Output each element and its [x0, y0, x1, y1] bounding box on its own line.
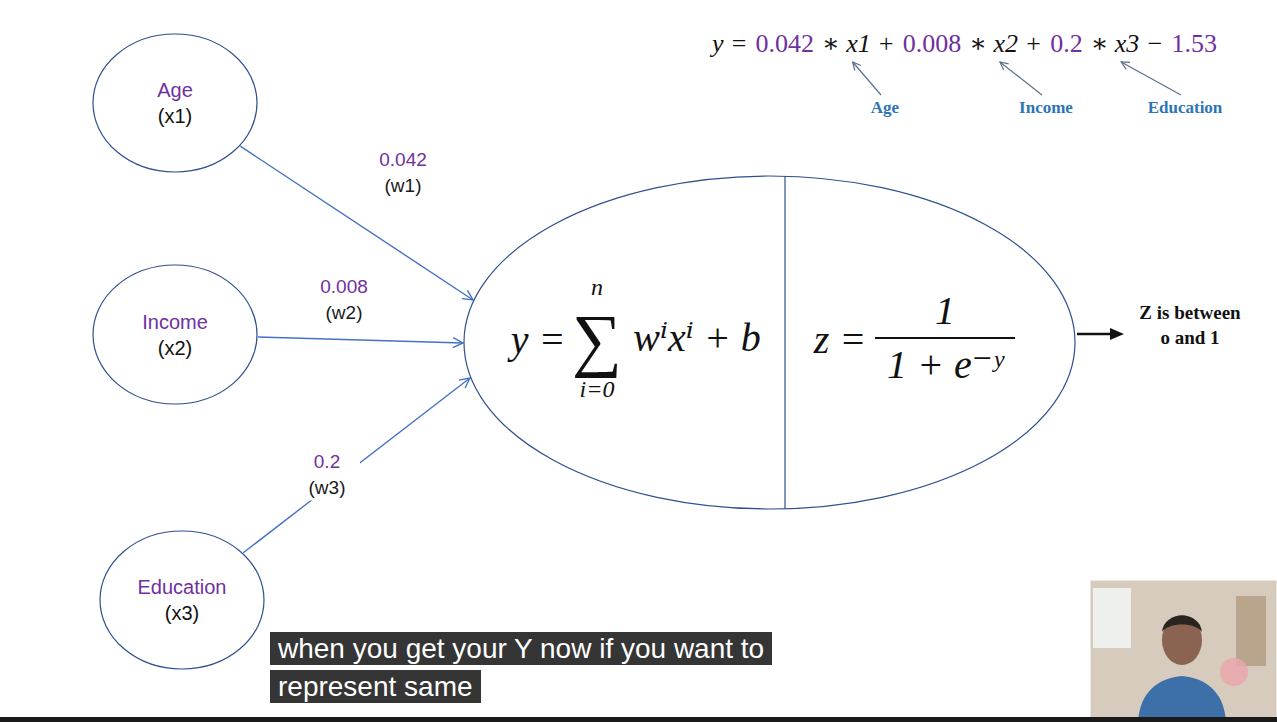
webcam-person-head: [1162, 615, 1202, 665]
equation-term: ∗ x2 +: [969, 28, 1042, 59]
equation-row: y = 0.042∗ x1 + 0.008∗ x2 + 0.2 ∗ x3 −1.53: [712, 28, 1217, 59]
input-node: Age(x1): [92, 33, 258, 173]
input-node: Education(x3): [99, 530, 265, 670]
node-outline: [99, 530, 265, 670]
input-name: Age: [157, 77, 193, 103]
input-symbol: (x1): [158, 103, 192, 129]
fraction-bar: [875, 337, 1015, 339]
coefficient: 0.042: [756, 29, 815, 59]
video-subtitle: when you get your Y now if you want to r…: [270, 630, 845, 706]
output-arrow-line: [1077, 333, 1112, 336]
feature-name: Income: [1019, 98, 1073, 118]
fraction-denominator: 1 + e⁻ʸ: [887, 345, 1003, 385]
weight-connector: [243, 378, 470, 553]
leader-arrow: [853, 62, 881, 95]
node-outline: [92, 33, 258, 173]
webcam-video: [1090, 580, 1277, 722]
webcam-shelf: [1236, 596, 1266, 666]
leader-arrow: [1121, 62, 1181, 95]
weight-label: 0.008 (w2): [311, 274, 377, 325]
webcam-person-hair: [1162, 616, 1202, 633]
input-symbol: (x2): [158, 335, 192, 361]
leader-arrow: [1000, 62, 1042, 95]
webcam-frame: [1090, 580, 1277, 722]
weight-label: 0.042 (w1): [370, 147, 436, 198]
weighted-sum: wⁱxⁱ + b: [633, 318, 761, 358]
weight-label: 0.2 (w3): [294, 449, 360, 500]
ellipse-outline: [464, 176, 1075, 509]
sum-symbol: ∑: [572, 305, 622, 375]
sum-lower-limit: i=0: [580, 377, 615, 401]
coefficient: 0.2: [1050, 29, 1083, 59]
bottom-bar: [0, 717, 1277, 722]
coefficient: 1.53: [1171, 29, 1217, 59]
formula-lhs: y =: [511, 320, 566, 360]
fraction-numerator: 1: [935, 291, 955, 331]
sum-upper-limit: n: [591, 275, 603, 299]
coefficient: 0.008: [903, 29, 962, 59]
node-outline: [92, 264, 258, 405]
divider-line: [784, 176, 785, 509]
neuron-node: y = n ∑i=0 wⁱxⁱ + b z = 1 1 + e⁻ʸ: [463, 175, 1076, 510]
feature-name: Age: [871, 98, 899, 118]
output-arrow-head: [1110, 328, 1124, 340]
sigmoid-lhs: z =: [814, 320, 867, 360]
ellipse-outline: [93, 265, 257, 404]
input-name: Education: [138, 574, 227, 600]
ellipse-outline: [93, 34, 257, 172]
equation-term: y =: [712, 29, 748, 59]
equation-term: ∗ x3 −: [1091, 28, 1164, 59]
weight-connector: [258, 337, 463, 343]
input-name: Income: [142, 309, 208, 335]
channel-logo: [1220, 658, 1248, 686]
feature-name: Education: [1148, 98, 1223, 118]
output-note: Z is between o and 1: [1133, 301, 1247, 350]
webcam-person-body: [1138, 676, 1226, 722]
webcam-window: [1093, 588, 1131, 648]
input-symbol: (x3): [165, 600, 199, 626]
ellipse-outline: [100, 531, 264, 669]
subtitle-text: when you get your Y now if you want to r…: [270, 632, 772, 703]
input-node: Income(x2): [92, 264, 258, 405]
equation-term: ∗ x1 +: [822, 28, 895, 59]
